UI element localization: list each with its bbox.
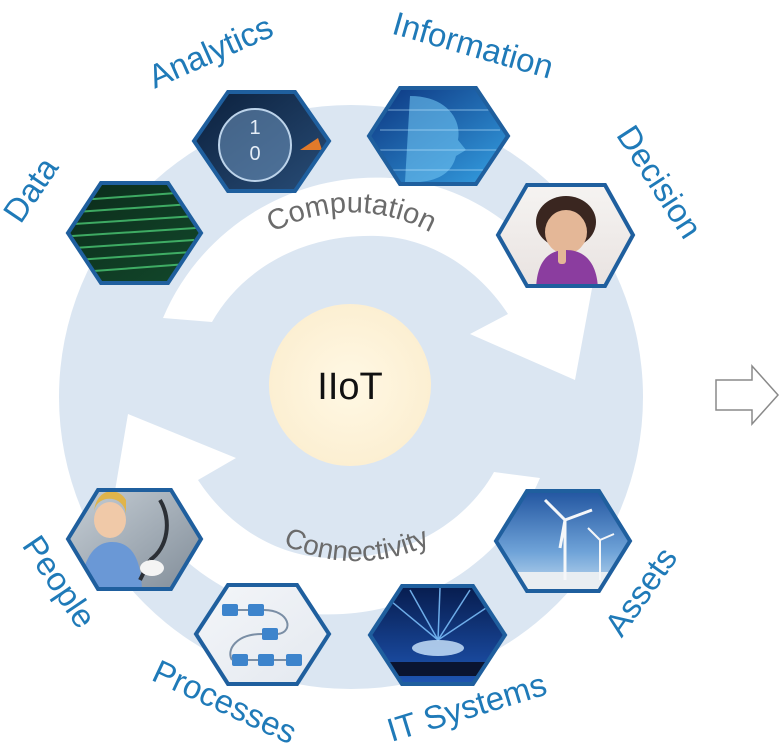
upper-cycle-arrow: [163, 177, 598, 380]
analytics-label: Analytics: [142, 8, 278, 96]
center-label: IIoT: [317, 366, 382, 408]
node-decision: Decision: [495, 119, 710, 288]
cycle-arrows: [107, 177, 598, 615]
it-systems-hex-border: [367, 584, 508, 686]
data-hex-border: [65, 181, 204, 285]
people-hex-border: [65, 488, 204, 591]
center-circle: [269, 304, 431, 466]
svg-text:1: 1: [249, 117, 260, 139]
svg-text:0: 0: [249, 143, 260, 165]
information-hex-border: [366, 86, 511, 186]
processes-hex-border: [193, 583, 332, 686]
lower-cycle-arrow: [107, 414, 540, 615]
decision-hex-border: [495, 183, 636, 288]
data-label: Data: [0, 150, 66, 229]
node-information: Information: [366, 4, 558, 186]
analytics-hex-border: [191, 90, 332, 193]
assets-hex-border: [493, 489, 633, 593]
decision-image: [498, 185, 633, 286]
information-label: Information: [389, 4, 558, 85]
right-arrow-outline-icon: [715, 364, 780, 426]
